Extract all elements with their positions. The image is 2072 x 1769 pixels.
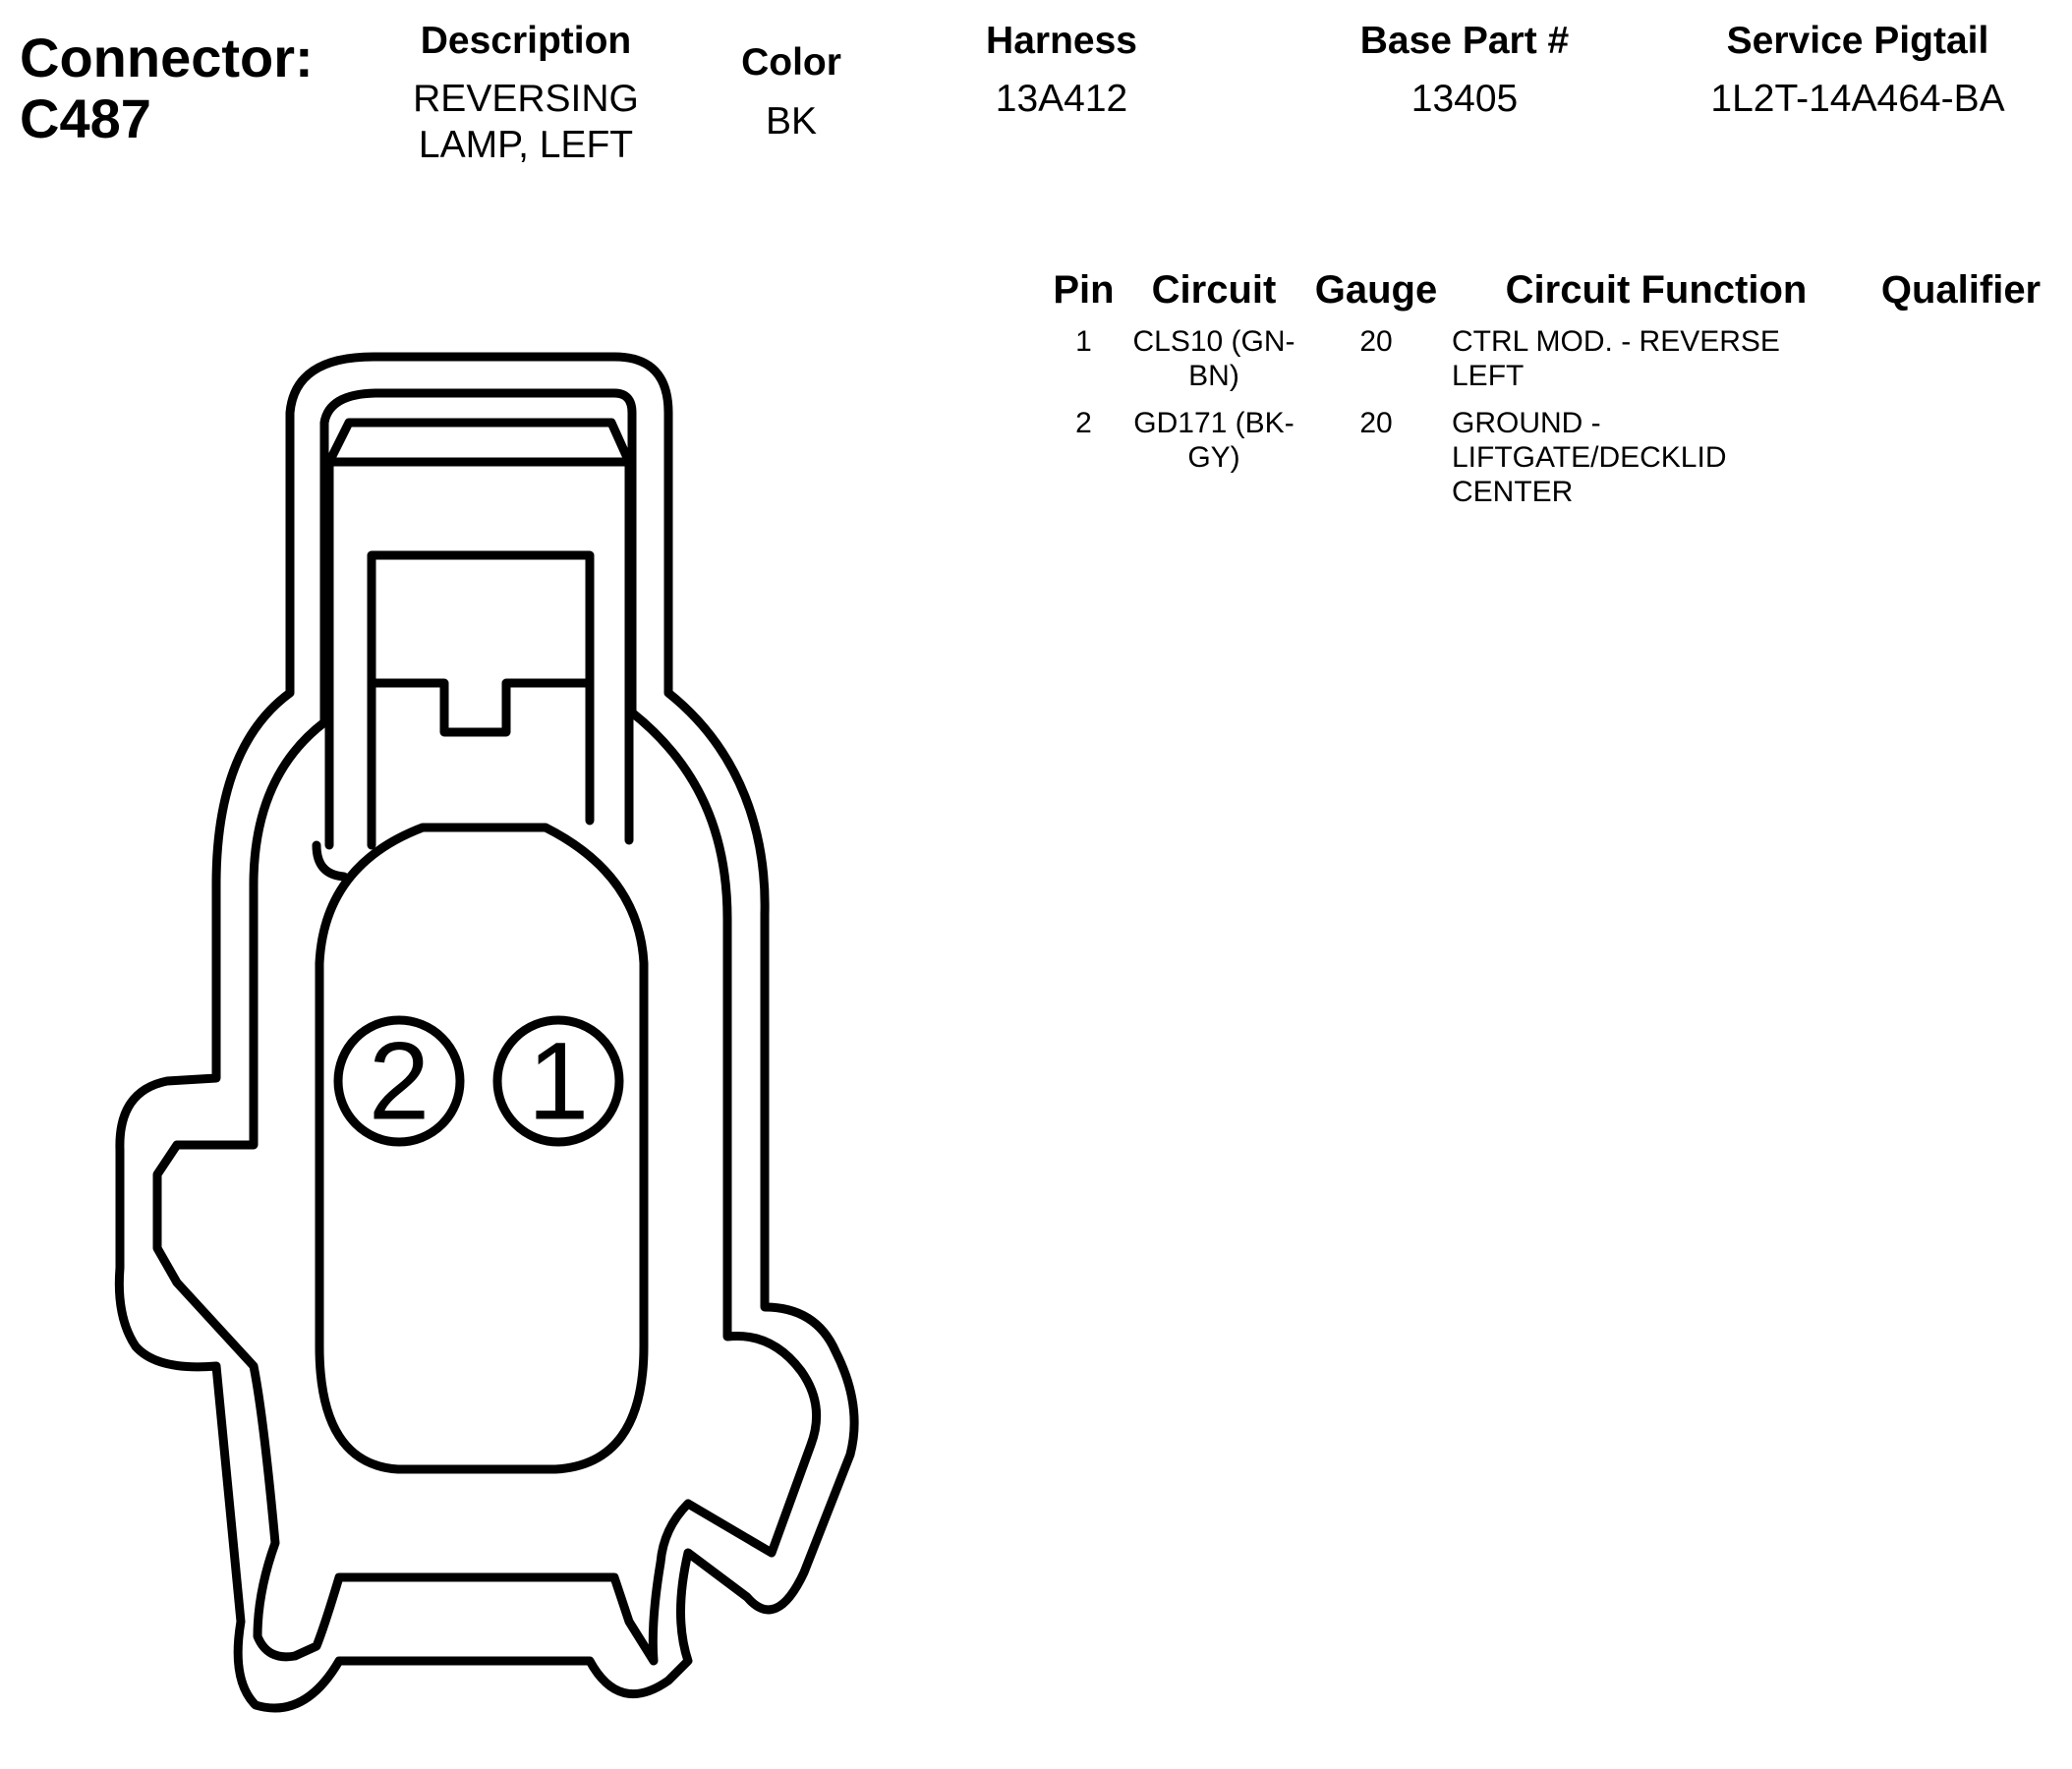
housing-outer-outline [114,352,859,1713]
gauge-header: Gauge [1314,268,1438,312]
description-line1: REVERSING [413,78,639,120]
row1-circuit-line1: CLS10 (GN- [1132,325,1295,358]
row2-circuit-line2: GY) [1187,441,1240,474]
pin-cavity-body [315,823,649,1474]
row2-pin: 2 [1075,407,1092,439]
circuit-function-header: Circuit Function [1505,268,1808,312]
description-label: Description [420,20,632,62]
harness-value: 13A412 [995,78,1128,120]
row2-function-line1: GROUND - [1452,407,1601,439]
row1-function-line1: CTRL MOD. - REVERSE [1452,325,1780,358]
locking-tab-bar [367,678,595,737]
harness-label: Harness [986,20,1137,62]
qualifier-header: Qualifier [1880,268,2042,312]
pin-1-circle [492,1015,624,1147]
row2-function-line2: LIFTGATE/DECKLID [1452,441,1727,474]
row2-circuit-line1: GD171 (BK- [1133,407,1295,439]
latch-cap [324,418,634,467]
base-part-label: Base Part # [1359,20,1570,62]
pin-2-circle [333,1015,465,1147]
service-pigtail-label: Service Pigtail [1726,20,1989,62]
row2-function-line3: CENTER [1452,476,1574,508]
color-value: BK [765,100,818,143]
color-label: Color [741,41,841,84]
pin-1-label: 1 [528,1020,589,1143]
base-part-value: 13405 [1410,78,1519,120]
row1-pin: 1 [1075,325,1092,358]
circuit-header: Circuit [1151,268,1277,312]
service-pigtail-value: 1L2T-14A464-BA [1710,78,2005,120]
connector-id: C487 [20,87,151,149]
description-line2: LAMP, LEFT [418,124,634,166]
pin-2-label: 2 [369,1020,430,1143]
row1-circuit-line2: BN) [1188,360,1239,392]
housing-hook [312,840,349,882]
row2-gauge: 20 [1359,407,1393,439]
row1-function-line2: LEFT [1452,360,1525,392]
locking-tab-frame [367,550,595,850]
connector-label: Connector: [20,27,314,88]
pin-header: Pin [1053,268,1115,312]
row1-gauge: 20 [1359,325,1393,358]
housing-inner-outline [152,388,822,1666]
